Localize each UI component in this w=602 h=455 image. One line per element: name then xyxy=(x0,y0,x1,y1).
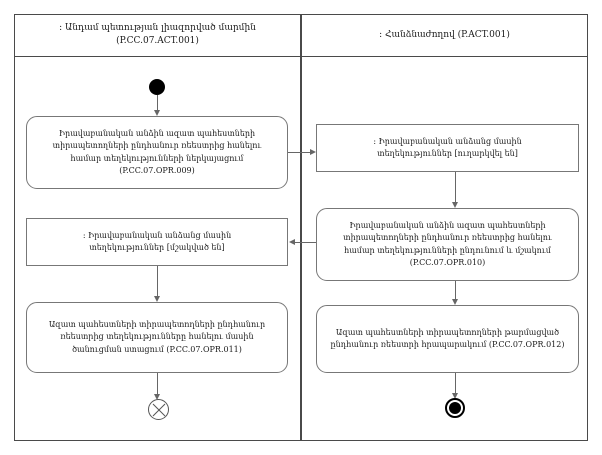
arrowhead-initial-to-action1 xyxy=(153,110,160,116)
swimlane-right-title-line1: : Հանձնաժողով (P.ACT.001) xyxy=(379,29,510,40)
swimlane-left-title-line2: (P.CC.07.ACT.001) xyxy=(116,36,199,46)
action-opr-011-line1: Ազատ պահեստների տիրապետողների ընդհանուր xyxy=(48,319,266,329)
edge-object-sent-to-opr-010 xyxy=(455,172,456,205)
initial-node xyxy=(149,79,165,95)
edge-initial-to-action1 xyxy=(157,95,158,113)
edge-opr-010-to-opr-012 xyxy=(455,281,456,302)
arrowhead-object-sent-to-opr-010 xyxy=(451,202,458,208)
object-sent-line1: : Իրավաբանական անձանց մասին xyxy=(373,136,522,146)
action-opr-010-line4: (P.CC.07.OPR.010) xyxy=(409,258,486,267)
arrowhead-opr-010-to-object-processed xyxy=(289,238,295,245)
action-node-opr-009: Իրավաբանական անձին ազատ պահեստների տիրապ… xyxy=(26,116,288,189)
action-node-opr-011: Ազատ պահեստների տիրապետողների ընդհանուր … xyxy=(26,302,288,373)
action-opr-010-line2: տիրապետողների ընդհանուր ռեեստրից հանելու xyxy=(343,233,552,242)
action-opr-011-line2: ռեեստրից տեղեկությունները հանելու մասին xyxy=(60,332,254,342)
action-opr-009-line2: տիրապետողների ընդհանուր ռեեստրից հանելու xyxy=(52,141,262,150)
edge-object-processed-to-opr-011 xyxy=(157,266,158,299)
arrowhead-opr-009-to-object-sent xyxy=(310,148,316,155)
action-opr-009-line4: (P.CC.07.OPR.009) xyxy=(119,166,195,175)
edge-opr-009-to-object-sent xyxy=(288,152,310,153)
action-node-opr-012: Ազատ պահեստների տիրապետողների թարմացված … xyxy=(316,305,579,373)
action-node-opr-010: Իրավաբանական անձին ազատ պահեստների տիրապ… xyxy=(316,208,579,281)
object-node-info-sent: : Իրավաբանական անձանց մասին տեղեկություն… xyxy=(316,124,579,172)
flow-final-node xyxy=(148,399,169,420)
edge-opr-012-to-activity-final xyxy=(455,373,456,397)
arrowhead-object-processed-to-opr-011 xyxy=(153,296,160,302)
arrowhead-opr-010-to-opr-012 xyxy=(451,299,458,305)
action-opr-009-line1: Իրավաբանական անձին ազատ պահեստների xyxy=(58,128,256,138)
action-opr-010-line3: համար տեղեկությունների ընդունում և մշակո… xyxy=(344,245,551,255)
action-opr-012-line2: ընդհանուր ռեեստրի հրապարակում (P.CC.07.O… xyxy=(330,340,565,349)
object-processed-line1: : Իրավաբանական անձանց մասին xyxy=(82,230,232,240)
swimlane-left-title-line1: : Անդամ պետության լիազորված մարմին xyxy=(59,23,256,33)
action-opr-011-line3: ծանուցման ստացում (P.CC.07.OPR.011) xyxy=(72,344,242,354)
activity-final-node xyxy=(445,398,465,418)
action-opr-009-line3: համար տեղեկությունների ներկայացում xyxy=(70,153,244,163)
edge-opr-011-to-flow-final xyxy=(157,373,158,398)
object-node-info-processed: : Իրավաբանական անձանց մասին տեղեկություն… xyxy=(26,218,288,266)
arrowhead-opr-011-to-flow-final xyxy=(153,394,160,400)
swimlane-left-header: : Անդամ պետության լիազորված մարմին (P.CC… xyxy=(14,14,301,57)
swimlane-right-header: : Հանձնաժողով (P.ACT.001) xyxy=(301,14,588,57)
object-sent-line2: տեղեկություններ [ուղարկվել են] xyxy=(377,149,518,158)
action-opr-012-line1: Ազատ պահեստների տիրապետողների թարմացված xyxy=(335,327,560,337)
edge-opr-010-to-object-processed xyxy=(295,242,316,243)
object-processed-line2: տեղեկություններ [մշակված են] xyxy=(89,243,225,252)
action-opr-010-line1: Իրավաբանական անձին ազատ պահեստների xyxy=(349,220,546,230)
arrowhead-opr-012-to-activity-final xyxy=(451,393,458,399)
